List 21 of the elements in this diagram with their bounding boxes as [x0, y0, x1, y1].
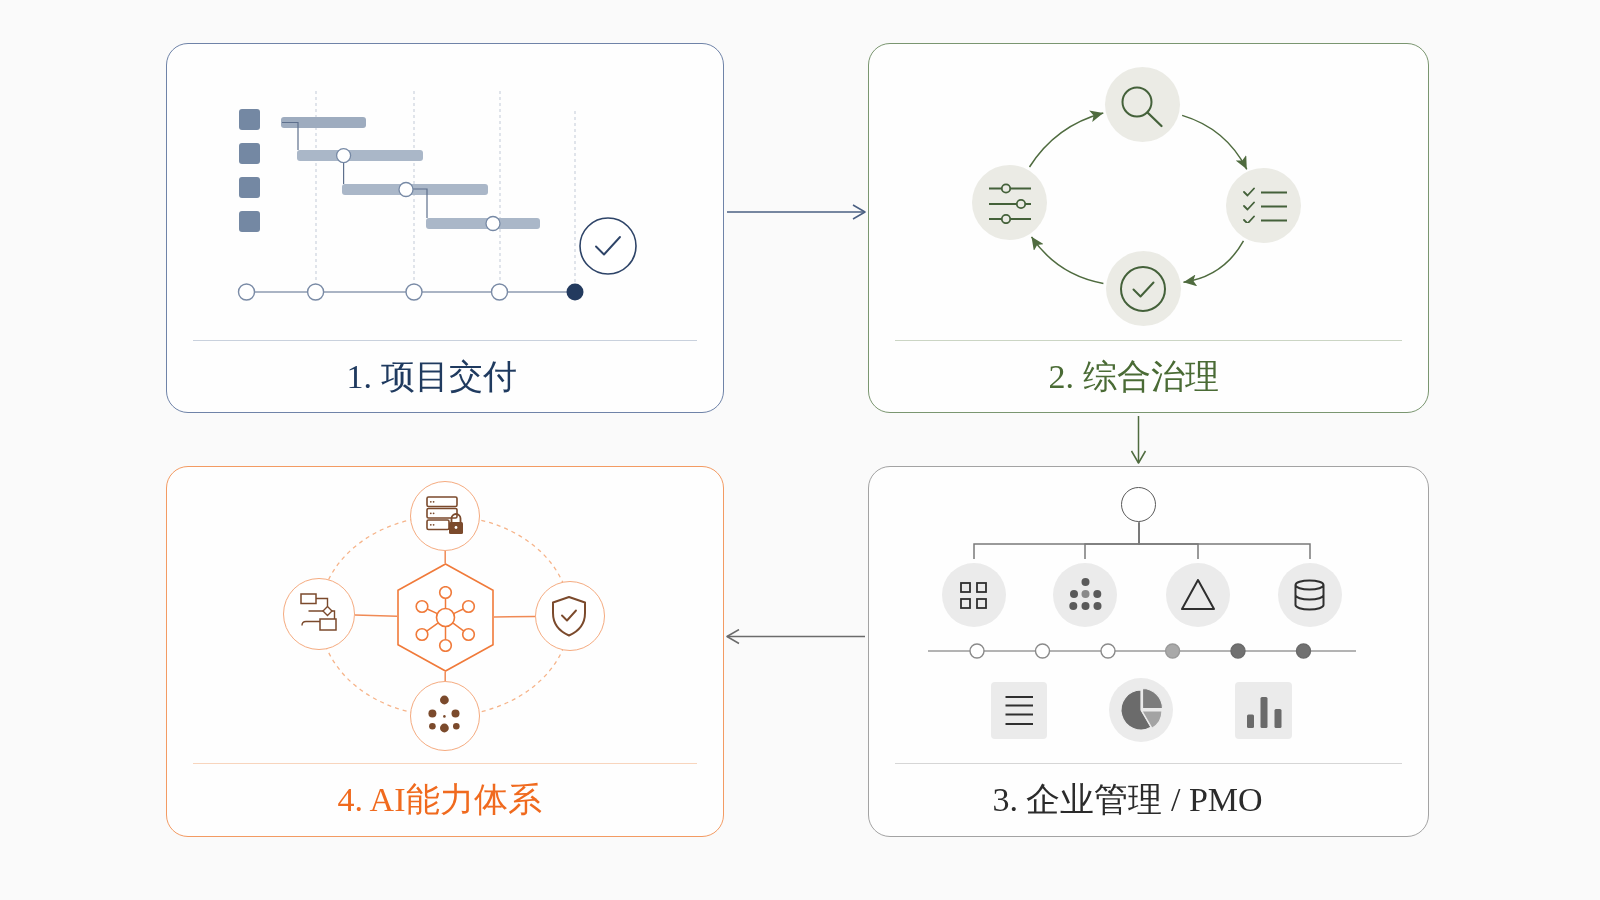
arrow: [1182, 240, 1245, 286]
connector-line: [1138, 521, 1311, 560]
arrow: [726, 204, 866, 220]
stage-title: 4. AI能力体系: [337, 779, 542, 820]
arrow: [1181, 114, 1248, 171]
stage-card: [868, 43, 1429, 413]
stage-card: [868, 466, 1429, 837]
arrow: [1130, 415, 1147, 464]
stage-title: 3. 企业管理 / PMO: [992, 779, 1263, 820]
arrow: [726, 628, 866, 645]
connector-line: [354, 614, 398, 617]
stage-title: 2. 综合治理: [1048, 356, 1219, 397]
circle: [1121, 487, 1156, 522]
connector-line: [444, 671, 446, 682]
hexagon: [396, 562, 494, 672]
stage-title: 1. 项目交付: [346, 356, 517, 397]
arrow: [1030, 236, 1105, 285]
connector-line: [444, 550, 446, 564]
stage-card: [166, 466, 724, 837]
connector-line: [493, 615, 536, 618]
arrow: [1028, 110, 1105, 168]
